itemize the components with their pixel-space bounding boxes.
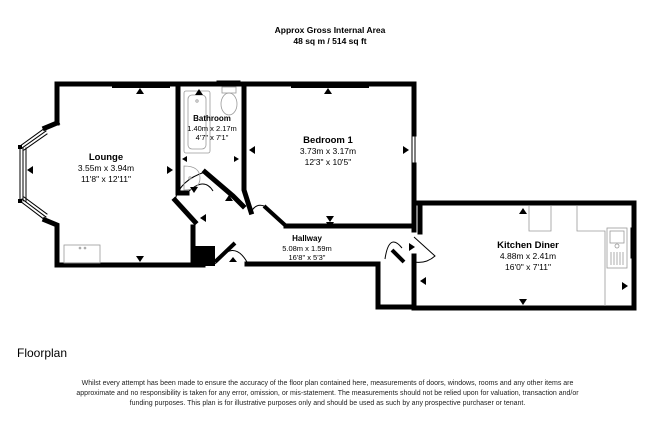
area-value: 48 sq m / 514 sq ft bbox=[293, 36, 367, 46]
room-label-bathroom: Bathroom 1.40m x 2.17m 4'7" x 7'1" bbox=[187, 114, 237, 143]
room-label-lounge: Lounge 3.55m x 3.94m 11'8" x 12'11" bbox=[78, 152, 134, 185]
room-name: Bedroom 1 bbox=[303, 135, 353, 146]
toilet bbox=[220, 92, 238, 116]
room-imperial: 11'8" x 12'11" bbox=[80, 174, 132, 184]
room-label-kitchen-diner: Kitchen Diner 4.88m x 2.41m 16'0" x 7'11… bbox=[497, 240, 559, 273]
area-title-label: Approx Gross Internal Area bbox=[274, 25, 386, 35]
kitchen-window-right bbox=[630, 227, 635, 259]
door-swings bbox=[174, 171, 436, 265]
gross-internal-area: Approx Gross Internal Area 48 sq m / 514… bbox=[0, 25, 650, 47]
bath-tub bbox=[183, 90, 211, 154]
room-imperial: 16'0" x 7'11" bbox=[504, 262, 551, 272]
kitchen-walls bbox=[411, 200, 637, 311]
room-name: Lounge bbox=[88, 152, 124, 163]
measurement-markers bbox=[27, 88, 628, 305]
kitchen-sink bbox=[606, 227, 628, 269]
bathroom-window bbox=[216, 80, 241, 85]
room-name: Kitchen Diner bbox=[497, 240, 559, 251]
room-name: Hallway bbox=[292, 234, 322, 243]
kitchen-counter bbox=[576, 206, 606, 306]
room-imperial: 12'3" x 10'5" bbox=[304, 157, 352, 167]
room-metric: 4.88m x 2.41m bbox=[499, 251, 557, 261]
room-label-bedroom-1: Bedroom 1 3.73m x 3.17m 12'3" x 10'5" bbox=[300, 135, 356, 168]
room-metric: 5.08m x 1.59m bbox=[282, 243, 332, 253]
room-metric: 3.55m x 3.94m bbox=[77, 163, 135, 173]
disclaimer-text: Whilst every attempt has been made to en… bbox=[76, 380, 579, 408]
fixtures bbox=[63, 86, 628, 306]
room-label-hallway: Hallway 5.08m x 1.59m 16'8" x 5'3" bbox=[282, 234, 332, 263]
lounge-unit bbox=[63, 244, 101, 264]
room-name: Bathroom bbox=[193, 114, 231, 123]
room-metric: 3.73m x 3.17m bbox=[299, 146, 357, 156]
room-imperial: 4'7" x 7'1" bbox=[195, 133, 229, 142]
floor-name: Floorplan bbox=[17, 346, 68, 360]
bay-window bbox=[19, 127, 48, 221]
basin bbox=[183, 165, 201, 191]
room-imperial: 16'8" x 5'3" bbox=[288, 253, 326, 262]
kitchen-window-top bbox=[459, 200, 512, 205]
chimney-breast bbox=[112, 82, 170, 88]
bedroom-window bbox=[411, 134, 416, 165]
room-metric: 1.40m x 2.17m bbox=[187, 123, 237, 133]
kitchen-appliance bbox=[528, 206, 552, 232]
